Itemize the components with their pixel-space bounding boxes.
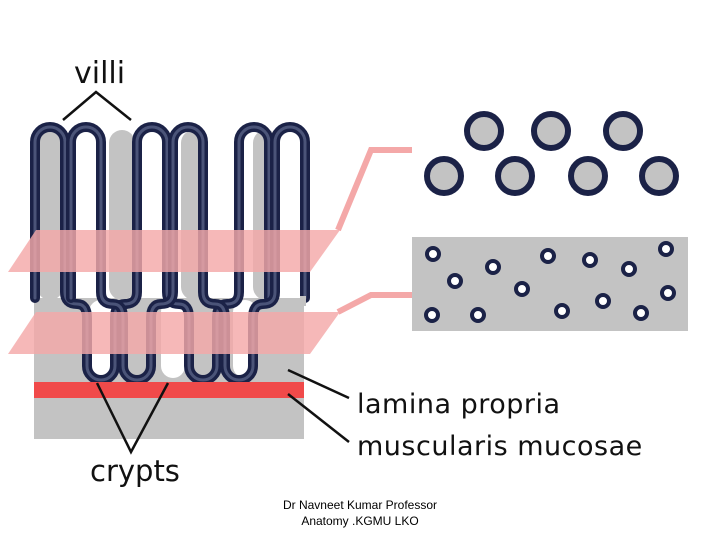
villus-section	[531, 111, 571, 151]
section-plane-upper	[8, 230, 340, 272]
crypts-leader-line	[95, 382, 170, 455]
section-plane-lower	[8, 312, 340, 354]
section-connector-upper	[335, 147, 412, 232]
crypt-section	[595, 293, 611, 309]
villus-section	[639, 156, 679, 196]
villus-section	[603, 111, 643, 151]
crypt-section	[660, 285, 676, 301]
villus-2	[109, 130, 135, 300]
villus-1	[37, 130, 63, 300]
crypt-section	[425, 246, 441, 262]
crypt-section	[554, 303, 570, 319]
villi-cross-section	[424, 111, 679, 196]
villus-section	[495, 156, 535, 196]
crypt-section	[470, 307, 486, 323]
villus-section	[568, 156, 608, 196]
muscularis-mucosae-band	[34, 382, 304, 398]
leader-lines	[62, 90, 350, 455]
muscularis-mucosae-label: muscularis mucosae	[357, 431, 643, 462]
lamina-propria-leader-line	[287, 368, 350, 400]
crypt-section	[485, 259, 501, 275]
crypt-section	[424, 307, 440, 323]
crypt-section	[447, 273, 463, 289]
villus-section	[464, 111, 504, 151]
crypt-section	[582, 252, 598, 268]
lamina-propria-label: lamina propria	[357, 389, 561, 420]
section-connector-lower	[336, 292, 412, 315]
crypt-section	[514, 281, 530, 297]
credit-line-2: Anatomy .KGMU LKO	[301, 514, 419, 528]
villi-leader-line	[62, 90, 132, 121]
crypt-section	[658, 241, 674, 257]
villi-label: villi	[74, 56, 125, 91]
mucosa-edge-cover	[300, 296, 306, 306]
villus-section	[424, 156, 464, 196]
crypts-label: crypts	[90, 454, 180, 488]
author-credit: Dr Navneet Kumar Professor Anatomy .KGMU…	[250, 497, 470, 529]
crypt-sections	[424, 241, 676, 323]
crypt-section	[621, 261, 637, 277]
crypt-section	[633, 305, 649, 321]
muscularis-leader-line	[287, 393, 350, 443]
crypt-section	[540, 248, 556, 264]
credit-line-1: Dr Navneet Kumar Professor	[282, 498, 438, 512]
